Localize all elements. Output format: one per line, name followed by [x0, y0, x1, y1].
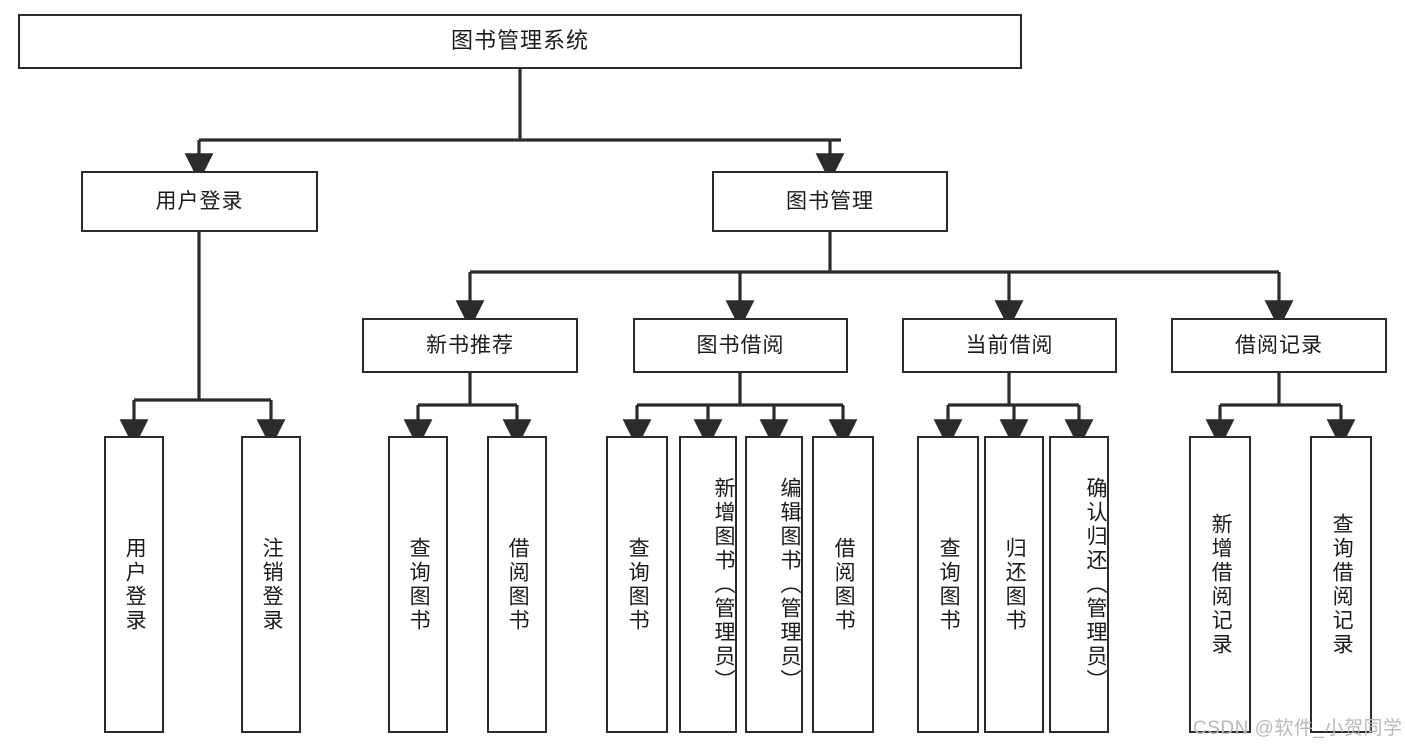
node-book-manage[interactable]: 图书管理 [712, 171, 948, 232]
node-leaf-query-book-cb[interactable]: 查询图书 [917, 436, 979, 733]
node-book-borrow[interactable]: 图书借阅 [633, 318, 848, 373]
node-borrow-record-label: 借阅记录 [1235, 333, 1323, 357]
node-user-login-label: 用户登录 [155, 189, 244, 213]
node-leaf-add-book[interactable]: 新增图书（管理员） [679, 436, 737, 733]
node-leaf-query-book-rec-label: 查询图书 [407, 536, 431, 633]
node-new-book-rec-label: 新书推荐 [426, 333, 514, 357]
node-book-borrow-label: 图书借阅 [696, 333, 785, 357]
node-leaf-confirm-return-label: 确认归还（管理员） [1084, 476, 1107, 693]
node-leaf-user-logout[interactable]: 注销登录 [241, 436, 301, 733]
node-leaf-return-book[interactable]: 归还图书 [984, 436, 1044, 733]
node-leaf-confirm-return[interactable]: 确认归还（管理员） [1049, 436, 1109, 733]
node-leaf-query-record-label: 查询借阅记录 [1330, 512, 1354, 657]
node-leaf-edit-book[interactable]: 编辑图书（管理员） [745, 436, 803, 733]
node-leaf-add-record[interactable]: 新增借阅记录 [1189, 436, 1251, 733]
node-current-borrow-label: 当前借阅 [965, 333, 1054, 357]
node-book-manage-label: 图书管理 [786, 189, 874, 213]
node-current-borrow[interactable]: 当前借阅 [902, 318, 1117, 373]
node-leaf-borrow-book-br[interactable]: 借阅图书 [812, 436, 874, 733]
node-leaf-query-book-cb-label: 查询图书 [937, 536, 961, 633]
node-leaf-user-logout-label: 注销登录 [260, 536, 284, 633]
node-leaf-edit-book-label: 编辑图书（管理员） [778, 476, 801, 693]
node-leaf-borrow-book-br-label: 借阅图书 [832, 536, 856, 633]
node-root[interactable]: 图书管理系统 [18, 14, 1022, 69]
csdn-watermark: CSDN @软件_小贺同学 [1193, 718, 1403, 739]
node-leaf-return-book-label: 归还图书 [1003, 536, 1027, 633]
node-leaf-query-book-br[interactable]: 查询图书 [606, 436, 668, 733]
node-leaf-add-book-label: 新增图书（管理员） [712, 476, 735, 693]
node-borrow-record[interactable]: 借阅记录 [1171, 318, 1387, 373]
node-leaf-add-record-label: 新增借阅记录 [1209, 512, 1233, 657]
node-leaf-query-book-br-label: 查询图书 [626, 536, 650, 633]
node-leaf-query-record[interactable]: 查询借阅记录 [1310, 436, 1372, 733]
node-leaf-borrow-book-rec[interactable]: 借阅图书 [487, 436, 547, 733]
node-root-label: 图书管理系统 [450, 28, 589, 54]
node-leaf-user-login-label: 用户登录 [123, 536, 147, 633]
node-new-book-rec[interactable]: 新书推荐 [362, 318, 578, 373]
node-user-login[interactable]: 用户登录 [81, 171, 318, 232]
node-leaf-user-login[interactable]: 用户登录 [104, 436, 164, 733]
node-leaf-query-book-rec[interactable]: 查询图书 [388, 436, 448, 733]
node-leaf-borrow-book-rec-label: 借阅图书 [506, 536, 530, 633]
